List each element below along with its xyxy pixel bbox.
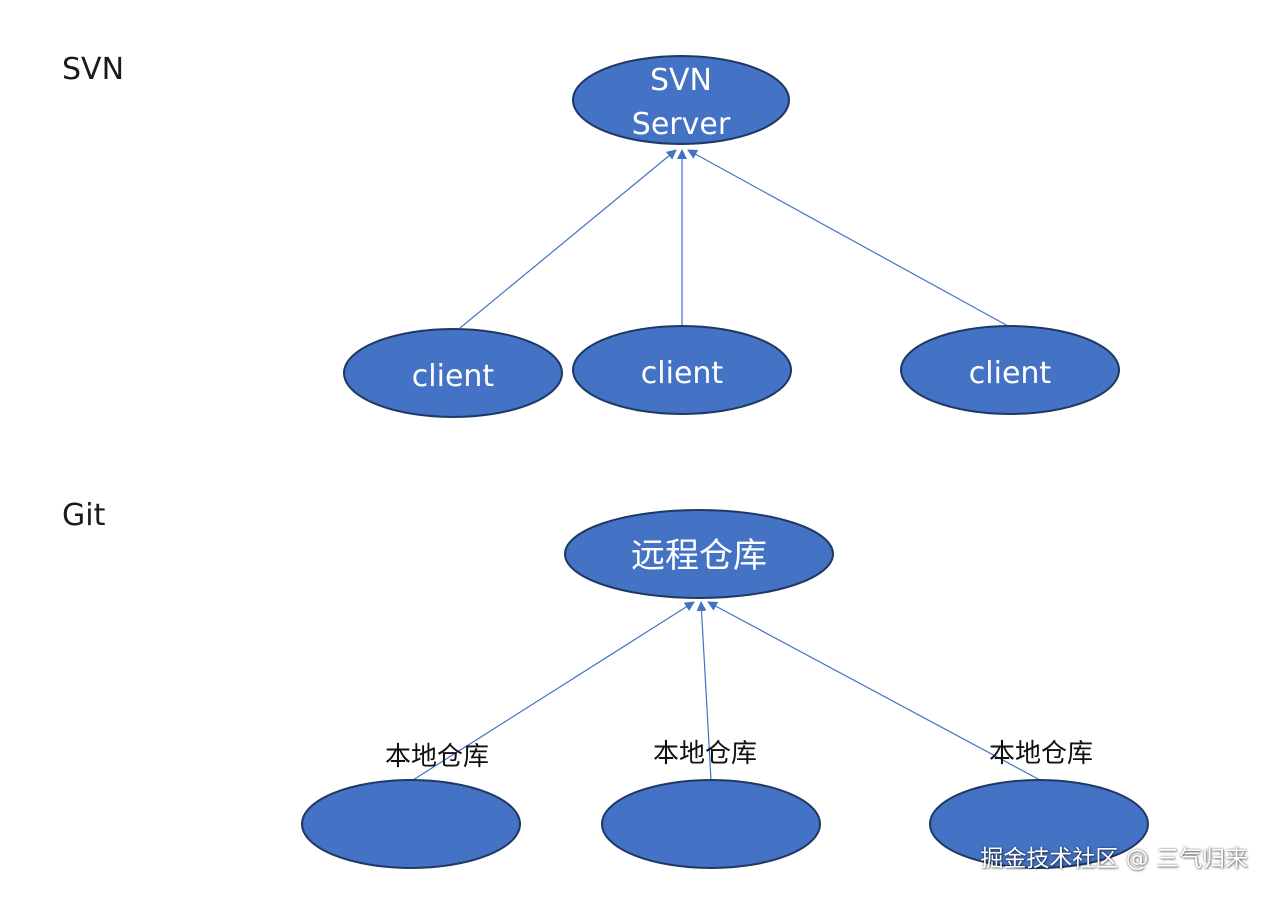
svn-server-node: SVN Server: [572, 55, 790, 145]
svn-client-node-1: client: [343, 328, 563, 418]
svn-client-node-2: client: [572, 325, 792, 415]
git-local-label-2: 本地仓库: [653, 739, 757, 769]
watermark: 掘金技术社区 @ 三气归来: [980, 846, 1248, 872]
git-local-node-3: [929, 779, 1149, 869]
svn-section-label: SVN: [62, 52, 125, 87]
git-local-node-1: [301, 779, 521, 869]
git-edge-local-3: [707, 601, 1041, 781]
svn-client-node-3: client: [900, 325, 1120, 415]
git-remote-node: 远程仓库: [564, 509, 834, 599]
svn-client-label-3: client: [969, 356, 1052, 391]
svn-client-label-2: client: [641, 356, 724, 391]
svn-edges: [459, 149, 1009, 329]
svn-server-label-line2: Server: [632, 107, 731, 142]
svn-edge-client-3: [687, 149, 1009, 327]
git-section-label: Git: [62, 498, 106, 533]
git-local-label-3: 本地仓库: [989, 739, 1093, 769]
svn-edge-client-1: [459, 149, 677, 329]
git-edge-local-1: [412, 601, 695, 781]
git-remote-label: 远程仓库: [631, 536, 767, 576]
git-local-label-1: 本地仓库: [385, 742, 489, 772]
git-edge-local-2: [696, 601, 712, 781]
git-local-node-2: [601, 779, 821, 869]
svn-client-label-1: client: [412, 359, 495, 394]
svn-server-label-line1: SVN: [650, 63, 712, 98]
git-edges: [412, 601, 1041, 781]
